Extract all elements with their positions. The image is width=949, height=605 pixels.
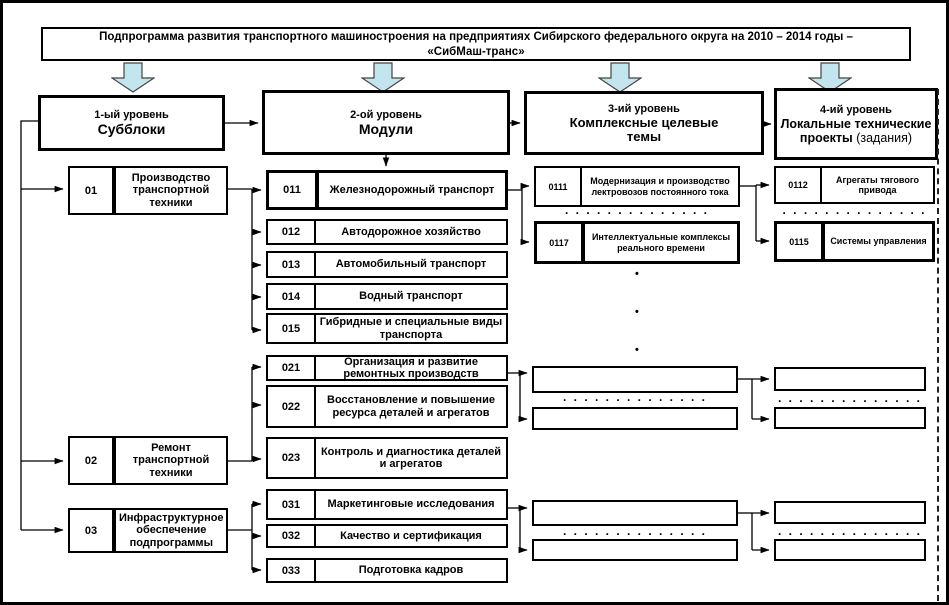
horizontal-ellipsis: . . . . . . . . . . . . . .	[564, 203, 710, 217]
module-label: Контроль и диагностика деталей и агрегат…	[320, 445, 502, 470]
module-label: Автомобильный транспорт	[335, 258, 487, 271]
horizontal-ellipsis: . . . . . . . . . . . . . .	[777, 391, 923, 405]
module-code: 023	[268, 439, 316, 477]
empty-project-box	[774, 407, 926, 429]
module-code: 022	[268, 387, 316, 426]
page-boundary-dashed-line	[937, 89, 939, 601]
title-line2: «СибМаш-транс»	[427, 46, 525, 58]
empty-project-box	[774, 367, 926, 391]
level-1-name: Субблоки	[97, 121, 166, 137]
vertical-ellipsis-dot: •	[635, 268, 639, 280]
project-label: Агрегаты тягового привода	[836, 174, 919, 195]
project-box-0115: 0115 Системы управления	[774, 221, 935, 262]
module-box-012: 012 Автодорожное хозяйство	[266, 219, 508, 245]
module-code: 031	[268, 491, 316, 518]
module-box-033: 033 Подготовка кадров	[266, 558, 508, 583]
level-3-header: 3-ий уровень Комплексные целевые темы	[524, 91, 764, 155]
module-box-013: 013 Автомобильный транспорт	[266, 251, 508, 278]
empty-theme-box	[532, 500, 738, 526]
down-block-arrow-icon	[598, 62, 642, 93]
down-block-arrow-icon	[111, 62, 155, 93]
module-label: Подготовка кадров	[358, 564, 464, 577]
level-1-header: 1-ый уровень Субблоки	[38, 95, 225, 151]
subblock-code: 02	[70, 438, 116, 483]
theme-label: Модернизация и производство лектровозов …	[590, 176, 730, 197]
module-label: Водный транспорт	[359, 290, 463, 303]
subblock-box-01: 01 Производство транспортной техники	[68, 166, 228, 215]
down-block-arrow-icon	[361, 62, 405, 93]
module-label: Восстановление и повышение ресурса детал…	[327, 394, 495, 419]
level-4-name: Локальные технические проекты (задания)	[780, 116, 932, 145]
level-3-caption: 3-ий уровень	[608, 102, 680, 115]
level-3-name: Комплексные целевые темы	[569, 114, 719, 144]
empty-theme-box	[532, 539, 738, 561]
module-box-023: 023 Контроль и диагностика деталей и агр…	[266, 437, 508, 479]
module-box-032: 032 Качество и сертификация	[266, 524, 508, 548]
vertical-ellipsis-dot: •	[635, 306, 639, 318]
theme-code: 0111	[536, 168, 582, 205]
title-box: Подпрограмма развития транспортного маши…	[41, 27, 911, 61]
subblock-box-02: 02 Ремонт транспортной техники	[68, 436, 228, 485]
subblock-code: 03	[70, 510, 116, 551]
subblock-label: Ремонт транспортной техники	[132, 442, 210, 479]
empty-theme-box	[532, 407, 738, 430]
module-label: Автодорожное хозяйство	[341, 225, 481, 238]
horizontal-ellipsis: . . . . . . . . . . . . . .	[782, 203, 927, 217]
empty-project-box	[774, 539, 926, 561]
subblock-label: Инфраструктурное обеспечение подпрограмм…	[119, 512, 224, 549]
module-code: 033	[268, 560, 316, 581]
module-code: 012	[268, 221, 316, 243]
module-label: Маркетинговые исследования	[327, 498, 495, 511]
project-box-0112: 0112 Агрегаты тягового привода	[774, 166, 935, 204]
module-label: Железнодорожный транспорт	[329, 183, 495, 196]
subblock-label: Производство транспортной техники	[131, 172, 211, 209]
empty-theme-box	[532, 366, 738, 393]
level-4-caption: 4-ий уровень	[820, 103, 892, 116]
level-4-header: 4-ий уровень Локальные технические проек…	[774, 88, 938, 160]
module-box-015: 015 Гибридные и специальные виды транспо…	[266, 313, 508, 344]
module-code: 014	[268, 285, 316, 308]
module-label: Гибридные и специальные виды транспорта	[319, 316, 503, 341]
theme-box-0117: 0117 Интеллектуальные комплексы реальног…	[534, 221, 740, 264]
module-box-031: 031 Маркетинговые исследования	[266, 489, 508, 520]
module-box-021: 021 Организация и развитие ремонтных про…	[266, 355, 508, 381]
module-code: 032	[268, 526, 316, 546]
title-line1: Подпрограмма развития транспортного маши…	[99, 31, 853, 43]
project-label: Системы управления	[830, 236, 927, 247]
horizontal-ellipsis: . . . . . . . . . . . . . .	[777, 524, 923, 538]
module-code: 021	[268, 357, 316, 379]
empty-project-box	[774, 501, 926, 524]
module-label: Организация и развитие ремонтных произво…	[343, 355, 479, 380]
module-box-011: 011 Железнодорожный транспорт	[266, 170, 508, 210]
level-2-caption: 2-ой уровень	[350, 108, 422, 121]
vertical-ellipsis-dot: •	[635, 344, 639, 356]
module-box-014: 014 Водный транспорт	[266, 283, 508, 310]
project-code: 0115	[777, 224, 825, 259]
module-code: 013	[268, 253, 316, 276]
horizontal-ellipsis: . . . . . . . . . . . . . .	[562, 390, 708, 404]
horizontal-ellipsis: . . . . . . . . . . . . . .	[562, 524, 708, 538]
module-code: 015	[268, 315, 316, 342]
module-label: Качество и сертификация	[340, 529, 482, 542]
subblock-box-03: 03 Инфраструктурное обеспечение подпрогр…	[68, 508, 228, 553]
project-code: 0112	[776, 168, 822, 202]
level-2-header: 2-ой уровень Модули	[262, 90, 510, 155]
down-block-arrow-icon	[808, 62, 852, 93]
theme-code: 0117	[537, 224, 585, 261]
module-code: 011	[269, 173, 319, 207]
module-box-022: 022 Восстановление и повышение ресурса д…	[266, 385, 508, 428]
level-1-caption: 1-ый уровень	[94, 109, 169, 121]
subblock-code: 01	[70, 168, 116, 213]
theme-box-0111: 0111 Модернизация и производство лектров…	[534, 166, 740, 207]
level-2-name: Модули	[358, 120, 414, 137]
theme-label: Интеллектуальные комплексы реального вре…	[591, 232, 731, 253]
